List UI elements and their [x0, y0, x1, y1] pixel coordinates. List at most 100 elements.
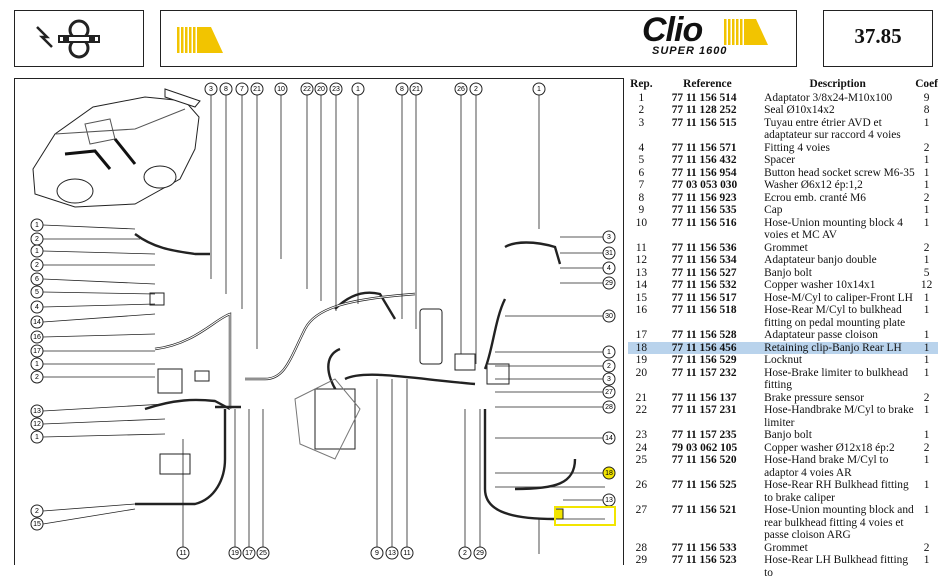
callout-label: 2	[35, 236, 39, 243]
row-description: Hose-Rear M/Cyl to bulkhead fitting on p…	[760, 304, 915, 329]
row-rep: 16	[628, 304, 655, 329]
callout-label: 8	[400, 86, 404, 93]
row-reference: 77 11 156 432	[655, 154, 760, 167]
row-description: Brake pressure sensor	[760, 392, 915, 405]
row-description: Banjo bolt	[760, 429, 915, 442]
row-reference: 77 11 156 516	[655, 217, 760, 242]
callout-1: 1	[31, 245, 43, 257]
row-reference: 77 11 156 523	[655, 554, 760, 579]
row-reference: 77 11 157 235	[655, 429, 760, 442]
callout-22: 22	[301, 83, 313, 95]
row-coef: 2	[915, 542, 938, 555]
row-reference: 79 03 062 105	[655, 442, 760, 455]
row-rep: 6	[628, 167, 655, 180]
row-rep: 15	[628, 292, 655, 305]
row-rep: 26	[628, 479, 655, 504]
row-rep: 24	[628, 442, 655, 455]
row-description: Hose-Union mounting block 4 voies et MC …	[760, 217, 915, 242]
callout-1: 1	[31, 358, 43, 370]
callout-7: 7	[236, 83, 248, 95]
callout-19: 19	[229, 547, 241, 559]
callout-label: 1	[35, 434, 39, 441]
callout-17: 17	[243, 547, 255, 559]
row-coef: 8	[915, 104, 938, 117]
row-coef: 1	[915, 254, 938, 267]
callout-13: 13	[603, 494, 615, 506]
row-description: Hose-Union mounting block and rear bulkh…	[760, 504, 915, 542]
row-description: Adaptator 3/8x24-M10x100	[760, 92, 915, 105]
callout-16: 16	[31, 331, 43, 343]
row-description: Copper washer 10x14x1	[760, 279, 915, 292]
callout-label: 1	[356, 86, 360, 93]
row-description: Copper washer Ø12x18 ép:2	[760, 442, 915, 455]
callout-label: 2	[474, 86, 478, 93]
callout-label: 1	[35, 248, 39, 255]
row-description: Banjo bolt	[760, 267, 915, 280]
row-coef: 1	[915, 204, 938, 217]
callout-label: 1	[607, 349, 611, 356]
row-coef: 1	[915, 292, 938, 305]
striped-flag-icon	[177, 27, 223, 53]
row-reference: 77 11 156 954	[655, 167, 760, 180]
row-description: Washer Ø6x12 ép:1,2	[760, 179, 915, 192]
row-rep: 5	[628, 154, 655, 167]
row-coef: 1	[915, 479, 938, 504]
callout-21: 21	[251, 83, 263, 95]
callout-label: 4	[607, 265, 611, 272]
row-reference: 77 11 156 456	[655, 342, 760, 355]
row-rep: 25	[628, 454, 655, 479]
callout-label: 11	[403, 550, 410, 557]
callout-18: 18	[603, 467, 615, 479]
row-rep: 13	[628, 267, 655, 280]
callout-9: 9	[371, 547, 383, 559]
row-rep: 29	[628, 554, 655, 579]
row-rep: 21	[628, 392, 655, 405]
row-description: Seal Ø10x14x2	[760, 104, 915, 117]
row-coef: 1	[915, 454, 938, 479]
row-reference: 77 11 156 515	[655, 117, 760, 142]
callout-label: 8	[224, 86, 228, 93]
callout-label: 20	[317, 86, 325, 93]
row-rep: 3	[628, 117, 655, 142]
callout-3: 3	[205, 83, 217, 95]
callout-label: 1	[35, 361, 39, 368]
callout-2: 2	[31, 233, 43, 245]
row-rep: 1	[628, 92, 655, 105]
callout-2: 2	[31, 505, 43, 517]
callout-29: 29	[603, 277, 615, 289]
row-description: Button head socket screw M6-35	[760, 167, 915, 180]
callouts-left-leaders	[43, 225, 165, 524]
row-coef: 1	[915, 304, 938, 329]
row-reference: 77 11 156 534	[655, 254, 760, 267]
callout-14: 14	[31, 316, 43, 328]
